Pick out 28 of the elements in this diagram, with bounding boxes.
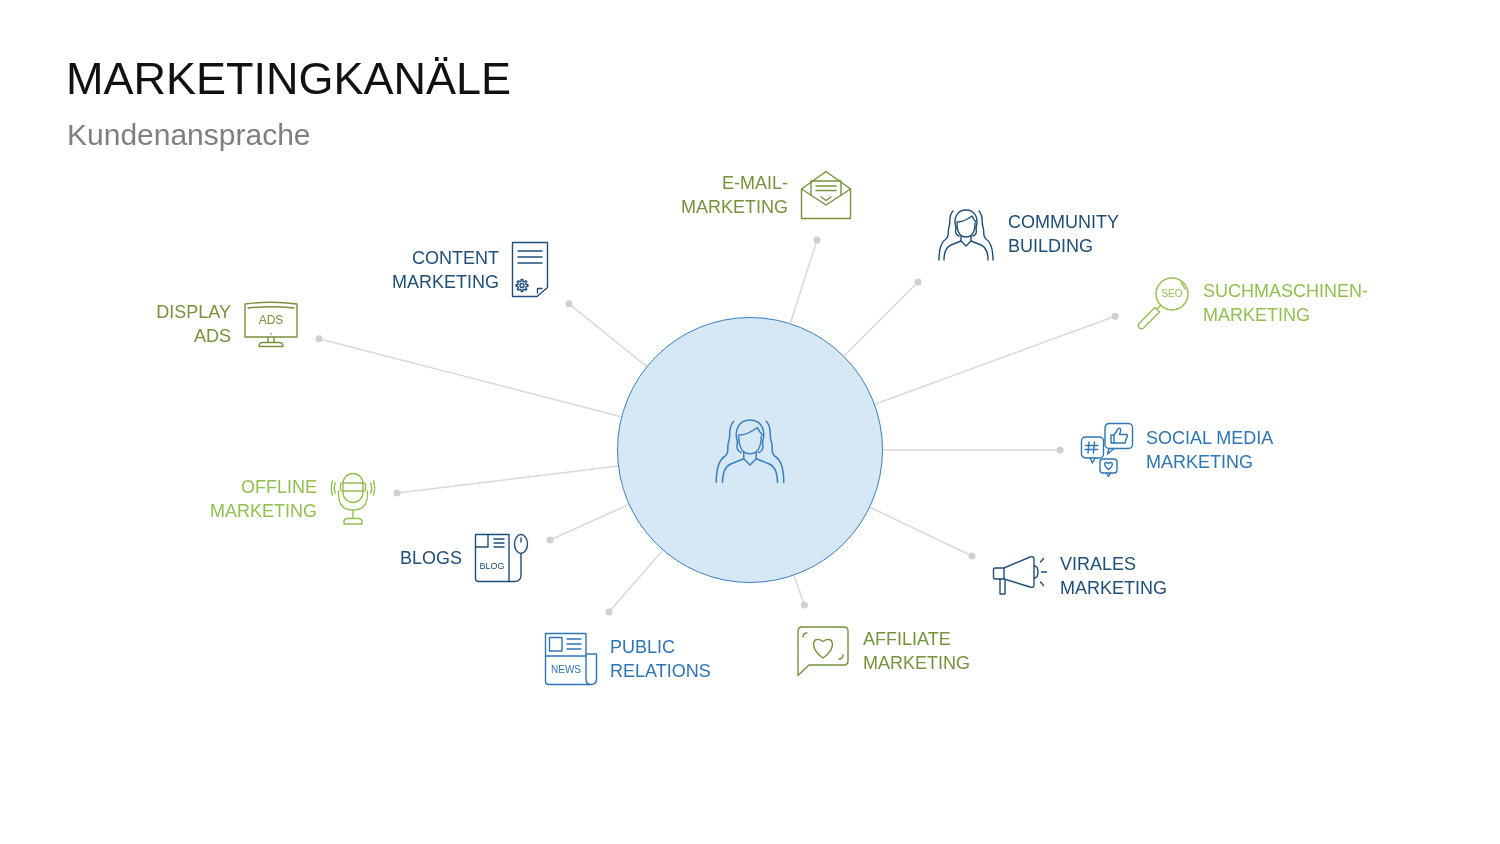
channel-label: SOCIAL MEDIA MARKETING [1146,427,1274,474]
channel-label: OFFLINE MARKETING [209,476,317,523]
connector-line [874,312,1119,405]
connector-line [315,335,622,418]
icon-caption: ADS [257,314,285,326]
connector-line [393,465,619,497]
channel-label: BLOGS [399,547,462,570]
channel-label: E-MAIL-MARKETING [680,172,788,219]
connector-line [605,549,664,616]
connector-line [565,300,648,368]
connector-line [546,503,630,544]
connector-line [789,236,821,325]
channel-label: CONTENT MARKETING [391,246,499,294]
connector-line [869,506,976,560]
channel-label: PUBLIC RELATIONS [610,636,712,683]
title: MARKETINGKANÄLE [66,56,512,101]
connector-line [793,574,808,609]
icon-caption: SEO [1160,289,1184,299]
channel-label: VIRALES MARKETING [1060,553,1168,600]
connector-line [843,278,922,357]
icon-caption: NEWS [550,665,582,675]
channel-label: AFFILIATE MARKETING [863,628,971,675]
channel-label: DISPLAY ADS [155,301,231,348]
channel-label: SUCHMASCHINEN-MARKETING [1203,280,1369,327]
subtitle: Kundenansprache [67,120,311,150]
connector-line [882,446,1064,454]
icon-caption: BLOG [478,562,506,571]
channel-label: COMMUNITY BUILDING [1008,211,1120,258]
